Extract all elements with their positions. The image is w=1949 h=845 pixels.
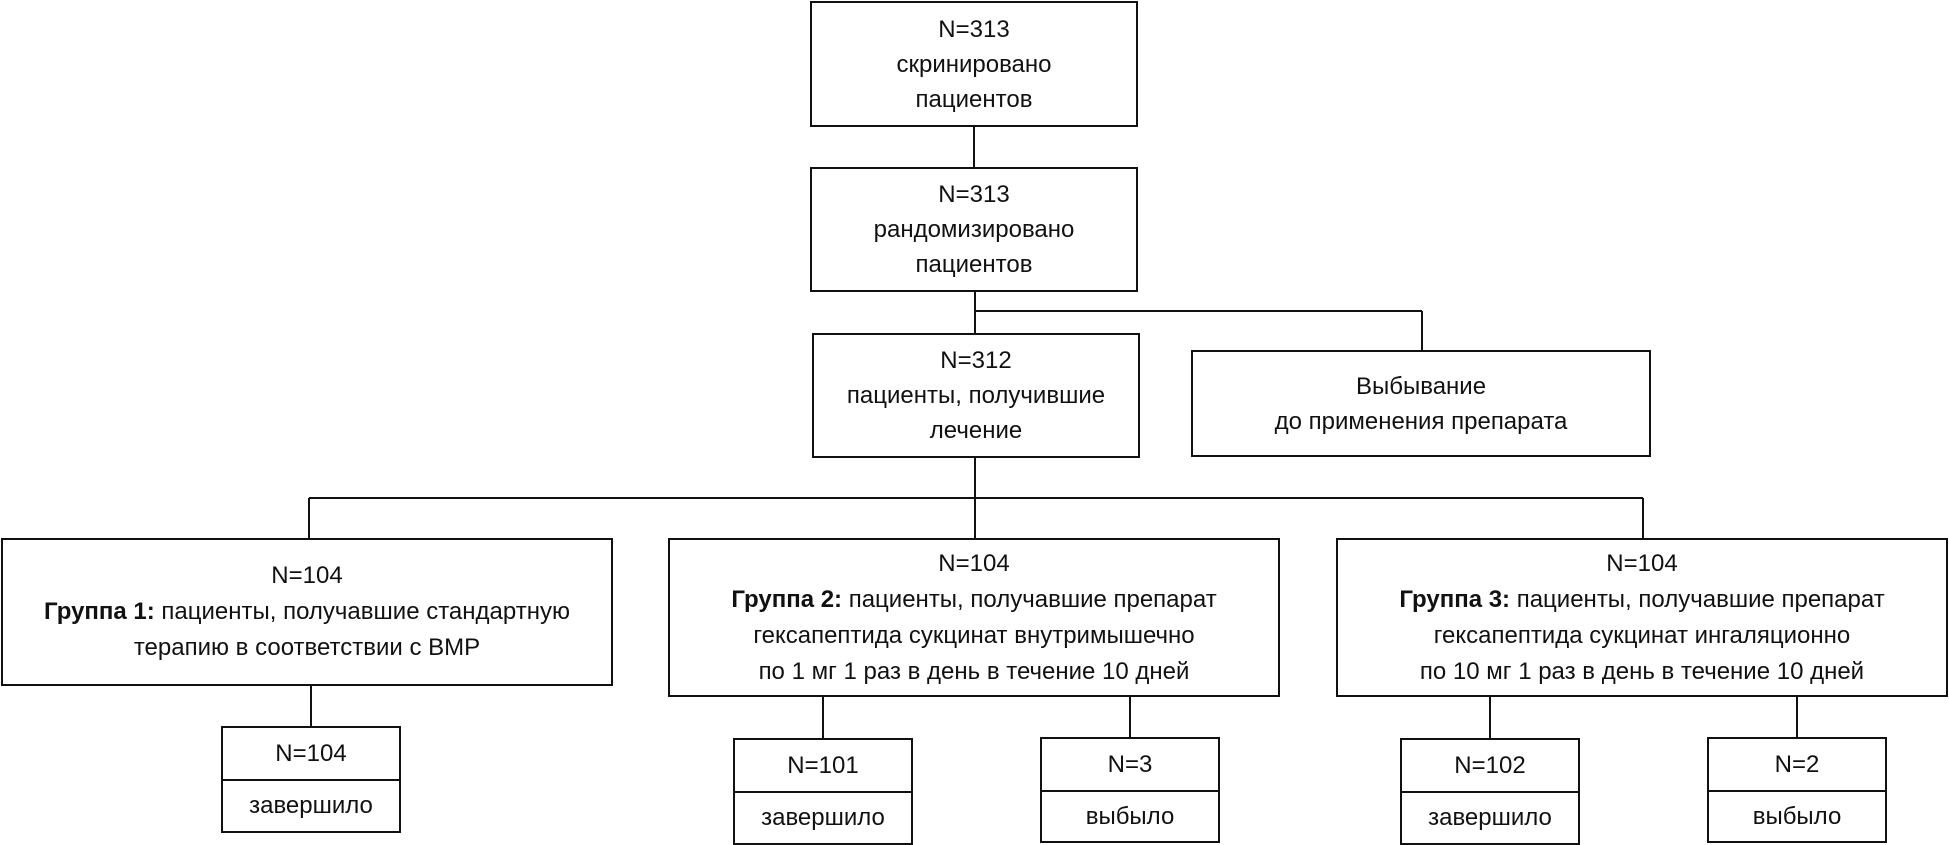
group1-label: Группа 1: — [44, 598, 155, 625]
randomized-count: N=313 — [938, 181, 1010, 208]
treated-label-line2: лечение — [929, 417, 1023, 444]
randomized-label-line2: пациентов — [915, 251, 1033, 278]
group1-completed-count: N=104 — [223, 728, 399, 781]
group1-description-line2: терапию в соответствии с ВМР — [133, 634, 481, 661]
group3-box: N=104 Группа 3: пациенты, получавшие пре… — [1336, 538, 1948, 697]
screened-box: N=313 скринировано пациентов — [810, 1, 1138, 127]
treated-box: N=312 пациенты, получившие лечение — [812, 333, 1140, 458]
screened-label-line1: скринировано — [896, 50, 1052, 78]
dropout-before-treatment-box: Выбывание до применения препарата — [1191, 350, 1651, 457]
group3-description-line1: Группа 3: пациенты, получавшие препарат — [1399, 582, 1884, 618]
group3-description-line1-rest: пациенты, получавшие препарат — [1510, 585, 1885, 613]
group2-completed-count: N=101 — [735, 740, 911, 793]
treated-label-line1: пациенты, получившие — [846, 382, 1106, 409]
group2-dropped-count: N=3 — [1042, 739, 1218, 792]
group2-description-line1-rest: пациенты, получавшие препарат — [842, 585, 1217, 613]
group2-count: N=104 — [938, 549, 1010, 577]
group2-description-line2: гексапептида сукцинат внутримышечно — [753, 621, 1195, 649]
group3-dropped-box: N=2 выбыло — [1707, 737, 1887, 843]
group3-dropped-count: N=2 — [1709, 739, 1885, 792]
group1-completed-label: завершило — [249, 792, 373, 819]
treated-count: N=312 — [940, 347, 1012, 374]
randomized-label-line1: рандомизировано — [873, 216, 1075, 243]
group1-count: N=104 — [271, 562, 343, 589]
group2-description-line1: Группа 2: пациенты, получавшие препарат — [731, 582, 1216, 618]
screened-count: N=313 — [938, 15, 1010, 43]
group2-dropped-box: N=3 выбыло — [1040, 737, 1220, 843]
group3-count: N=104 — [1606, 549, 1678, 577]
group2-dropped-label: выбыло — [1085, 802, 1175, 830]
dropout-label-line2: до применения препарата — [1274, 407, 1568, 435]
group3-label: Группа 3: — [1399, 585, 1511, 613]
group1-box: N=104 Группа 1: пациенты, получавшие ста… — [1, 538, 613, 686]
group3-description-line3: по 10 мг 1 раз в день в течение 10 дней — [1419, 657, 1865, 685]
group2-box: N=104 Группа 2: пациенты, получавшие пре… — [668, 538, 1280, 697]
group3-completed-box: N=102 завершило — [1400, 738, 1580, 845]
group1-completed-box: N=104 завершило — [221, 726, 401, 833]
group1-description-line1: Группа 1: пациенты, получавшие стандартн… — [44, 594, 570, 630]
screened-label-line2: пациентов — [915, 85, 1033, 113]
dropout-label-line1: Выбывание — [1355, 372, 1487, 400]
group3-dropped-label: выбыло — [1752, 802, 1842, 830]
group3-description-line2: гексапептида сукцинат ингаляционно — [1433, 621, 1851, 649]
randomized-box: N=313 рандомизировано пациентов — [810, 167, 1138, 292]
group2-completed-label: завершило — [761, 804, 885, 831]
group2-description-line3: по 1 мг 1 раз в день в течение 10 дней — [758, 657, 1190, 685]
group1-description-line1-rest: пациенты, получавшие стандартную — [154, 598, 570, 625]
group3-completed-count: N=102 — [1402, 740, 1578, 793]
group2-completed-box: N=101 завершило — [733, 738, 913, 845]
group2-label: Группа 2: — [731, 585, 843, 613]
group3-completed-label: завершило — [1428, 804, 1552, 831]
